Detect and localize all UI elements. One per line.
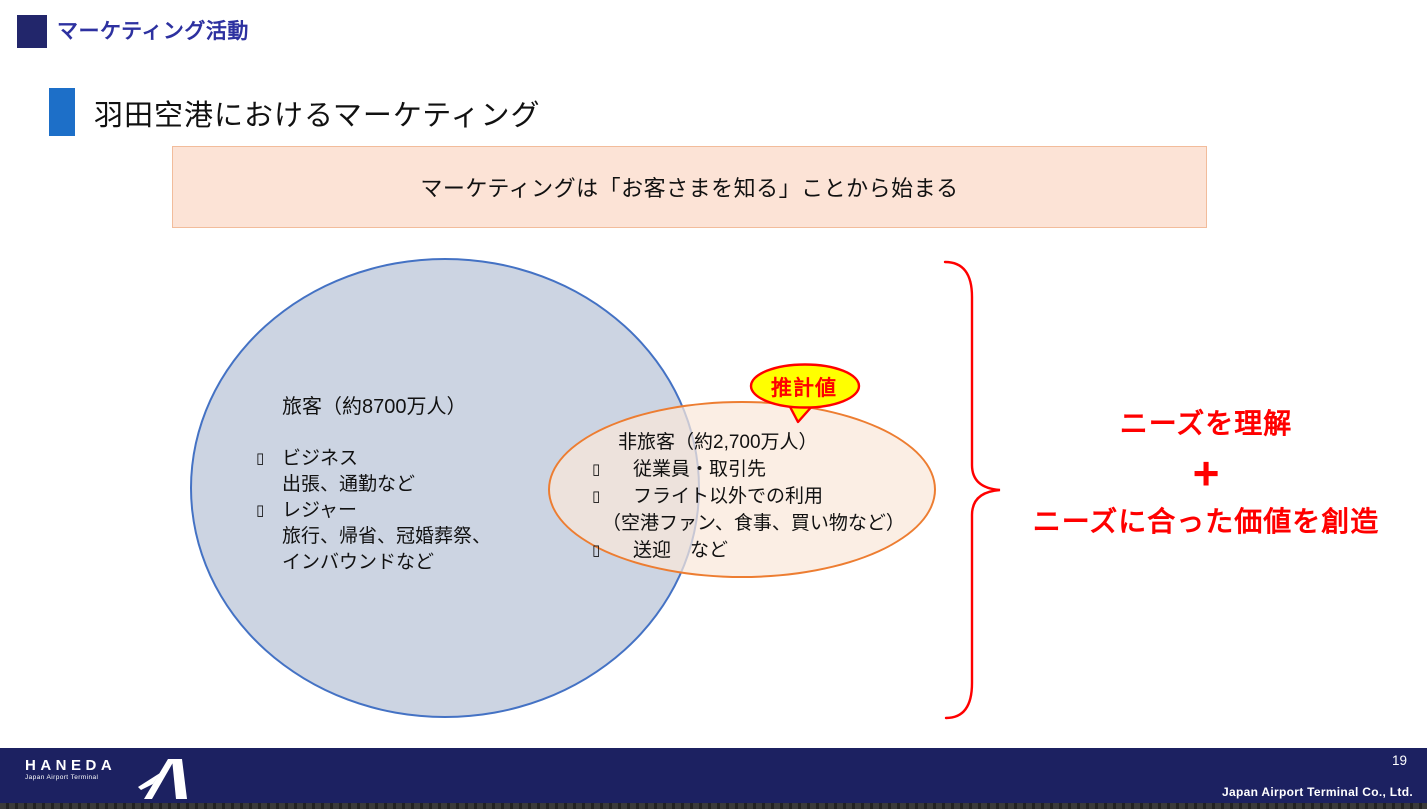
needs-note: ニーズを理解 + ニーズに合った価値を創造	[1000, 404, 1412, 542]
key-message-banner: マーケティングは「お客さまを知る」ことから始まる	[172, 146, 1207, 228]
list-item: 旅行、帰省、冠婚葬祭、	[256, 524, 526, 550]
needs-line2: ニーズに合った価値を創造	[1032, 506, 1380, 537]
list-item: インバウンドなど	[256, 550, 526, 576]
list-item-text: フライト以外での利用	[633, 486, 824, 507]
passenger-title: 旅客（約8700万人）	[282, 396, 467, 418]
curly-brace-icon	[930, 255, 1015, 730]
list-item: ▯ フライト以外での利用	[592, 483, 922, 510]
square-bullet-icon	[256, 524, 282, 550]
list-item-text: 旅行、帰省、冠婚葬祭、	[282, 526, 492, 547]
speech-bubble-icon	[749, 363, 861, 424]
section-header: マーケティング活動	[57, 20, 249, 43]
needs-line1: ニーズを理解	[1119, 408, 1293, 439]
list-item-text: 送迎 など	[633, 540, 729, 561]
non-passenger-text-block: 非旅客（約2,700万人） ▯ 従業員・取引先 ▯ フライト以外での利用 （空港…	[592, 429, 922, 564]
haneda-logo-text: HANEDA	[25, 757, 117, 774]
list-item: ▯ ビジネス	[256, 446, 526, 472]
list-item: ▯ レジャー	[256, 498, 526, 524]
square-bullet-icon: ▯	[592, 542, 601, 559]
list-item-text: インバウンドなど	[282, 552, 435, 573]
footer-bar: HANEDA Japan Airport Terminal 19 Japan A…	[0, 748, 1427, 803]
page-number: 19	[1391, 753, 1407, 768]
list-item: ▯ 送迎 など	[592, 537, 922, 564]
list-item-text: レジャー	[282, 500, 358, 521]
haneda-logo: HANEDA Japan Airport Terminal	[25, 757, 116, 782]
square-bullet-icon	[256, 472, 282, 498]
list-item: ▯ 従業員・取引先	[592, 456, 922, 483]
plus-icon: +	[1192, 447, 1220, 499]
title-bar-marker	[49, 88, 75, 136]
square-bullet-icon: ▯	[592, 461, 601, 478]
list-item: 出張、通勤など	[256, 472, 526, 498]
list-item-text: 出張、通勤など	[282, 474, 416, 495]
haneda-logo-subtext: Japan Airport Terminal	[25, 774, 99, 781]
non-passenger-title: 非旅客（約2,700万人）	[618, 432, 818, 453]
list-item-text: ビジネス	[282, 448, 359, 469]
list-item-text: （空港ファン、食事、買い物など）	[602, 513, 905, 534]
company-name: Japan Airport Terminal Co., Ltd.	[1222, 785, 1413, 799]
square-bullet-icon	[256, 550, 282, 576]
square-bullet-icon: ▯	[256, 502, 265, 519]
haneda-h-logo-icon	[138, 757, 190, 806]
list-item: （空港ファン、食事、買い物など）	[602, 510, 922, 537]
bottom-edge-strip	[0, 803, 1427, 809]
square-bullet-icon: ▯	[256, 450, 265, 467]
estimate-callout-label: 推計値	[771, 377, 837, 400]
square-bullet-icon: ▯	[592, 488, 601, 505]
header-square-marker	[17, 15, 47, 48]
passenger-text-block: 旅客（約8700万人） ▯ ビジネス 出張、通勤など ▯ レジャー 旅行、帰省、…	[256, 394, 526, 576]
list-item-text: 従業員・取引先	[633, 459, 767, 480]
non-passenger-ellipse	[548, 401, 936, 578]
page-title: 羽田空港におけるマーケティング	[94, 100, 541, 132]
estimate-callout: 推計値	[748, 363, 864, 425]
banner-text: マーケティングは「お客さまを知る」ことから始まる	[420, 176, 959, 201]
